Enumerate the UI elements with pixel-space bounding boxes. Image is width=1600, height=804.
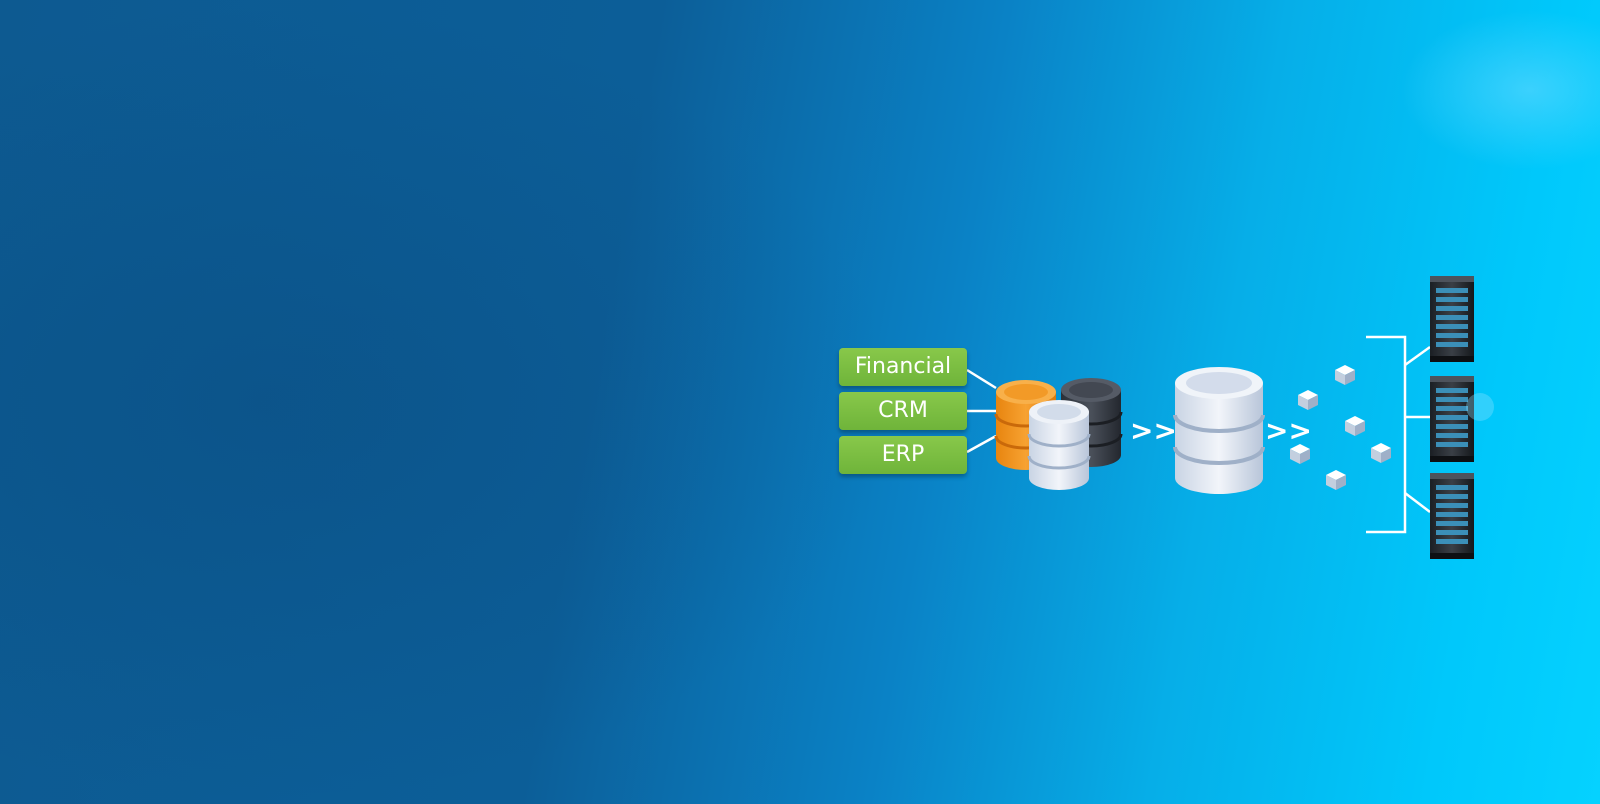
background-glow bbox=[1400, 10, 1600, 170]
server-rack-icon bbox=[1430, 276, 1474, 362]
server-rack-icon bbox=[1430, 376, 1474, 462]
cube-icon bbox=[1326, 470, 1346, 490]
source-database-stack-icon bbox=[994, 378, 1123, 490]
server-rack-icon bbox=[1430, 473, 1474, 559]
cube-icon bbox=[1335, 365, 1355, 385]
dark-database-icon bbox=[1059, 378, 1123, 467]
cube-icon bbox=[1290, 444, 1310, 464]
cube-icon bbox=[1298, 390, 1318, 410]
source-label-crm: CRM bbox=[839, 392, 967, 430]
highlight-dot bbox=[1466, 393, 1494, 421]
connector-financial bbox=[966, 368, 997, 390]
background-shade bbox=[0, 0, 900, 804]
connector-erp bbox=[966, 434, 997, 454]
source-connectors bbox=[966, 368, 997, 454]
flow-arrow-2: >> bbox=[1265, 414, 1312, 447]
light-database-icon bbox=[1027, 400, 1091, 490]
warehouse-database-icon bbox=[1173, 367, 1265, 494]
cube-icon bbox=[1371, 443, 1391, 463]
flow-arrow-1: >> bbox=[1130, 414, 1177, 447]
cube-icon bbox=[1345, 416, 1365, 436]
source-label-erp: ERP bbox=[839, 436, 967, 474]
distribution-bracket bbox=[1366, 335, 1431, 534]
source-label-financial: Financial bbox=[839, 348, 967, 386]
data-cubes bbox=[1290, 365, 1391, 490]
